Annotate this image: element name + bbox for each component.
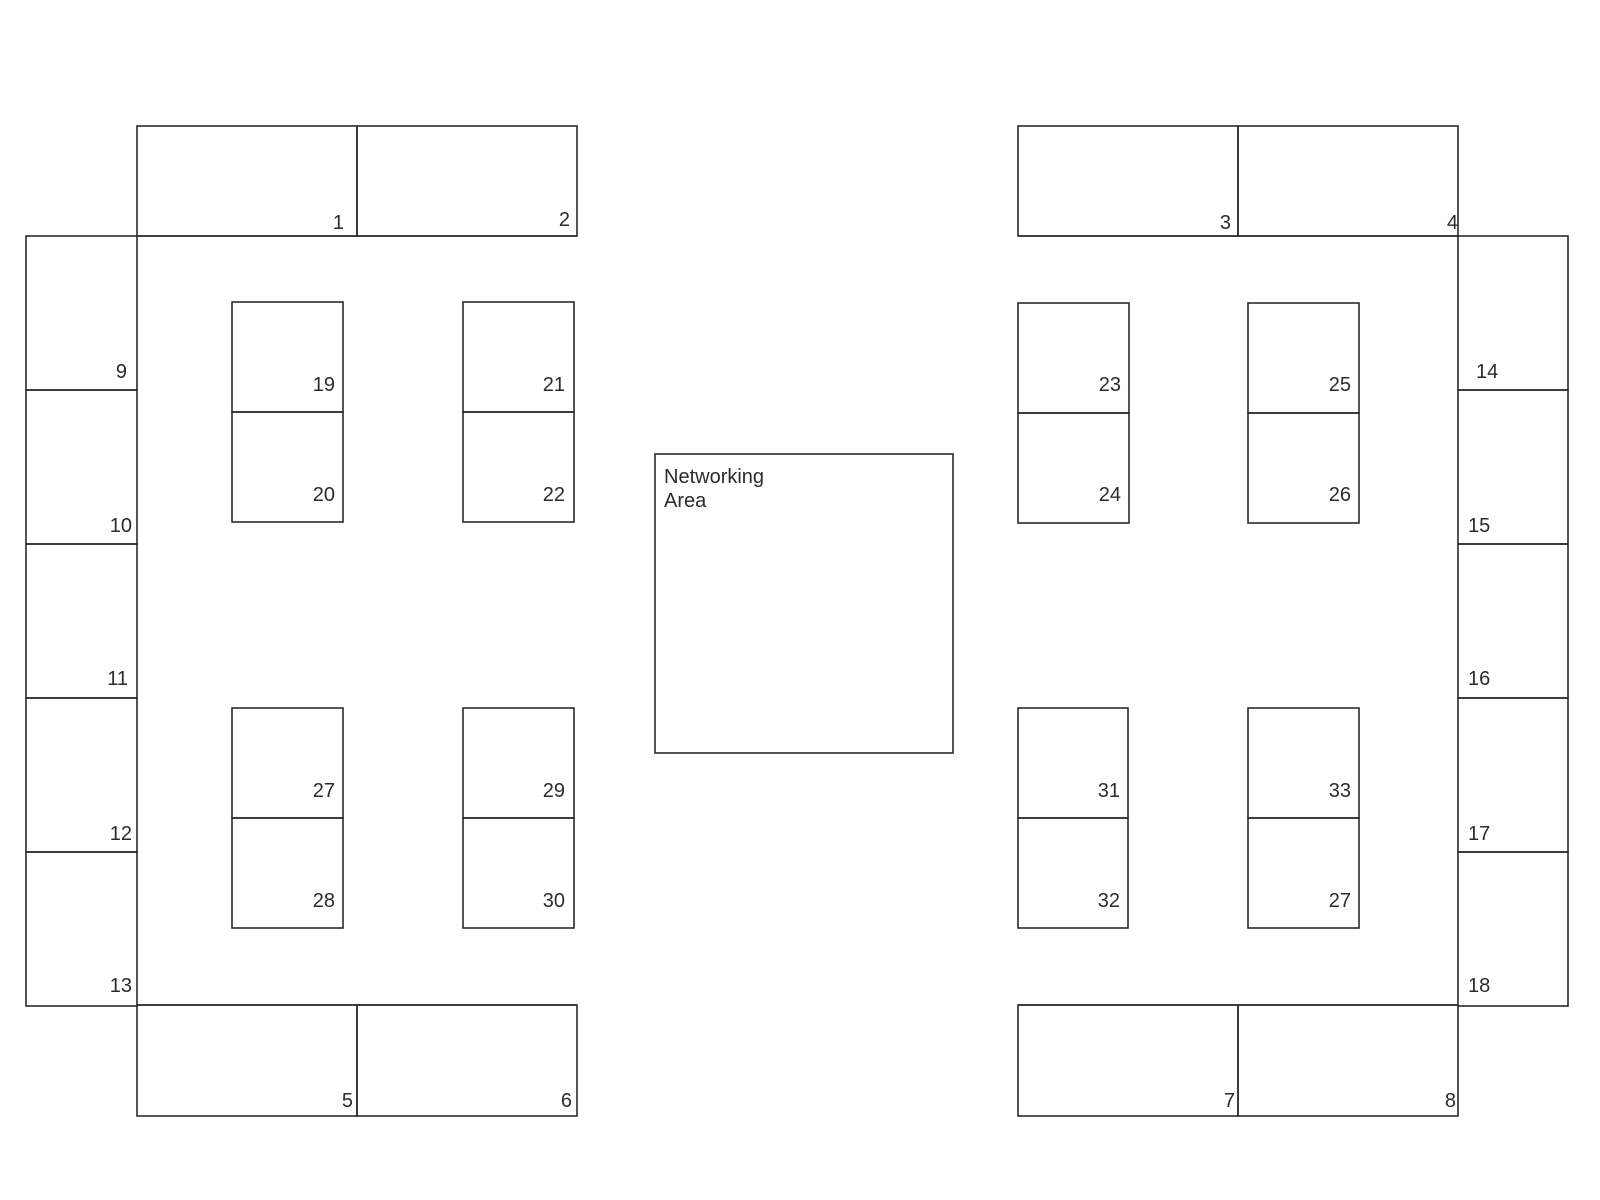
- booth-29-number: 29: [543, 780, 565, 802]
- booth-7-number: 7: [1224, 1090, 1235, 1112]
- booth-34-number: 27: [1329, 890, 1351, 912]
- booth-14: [1457, 235, 1569, 391]
- booth-5-number: 5: [342, 1090, 353, 1112]
- booth-24-number: 24: [1099, 484, 1121, 506]
- booth-2-number: 2: [559, 209, 570, 231]
- networking-area-label-line1: Networking: [664, 466, 764, 488]
- booth-15-number: 15: [1468, 515, 1490, 537]
- booth-28-number: 28: [313, 890, 335, 912]
- booth-4: [1237, 125, 1459, 237]
- booth-8: [1237, 1004, 1459, 1117]
- booth-2: [356, 125, 578, 237]
- booth-26: [1247, 412, 1360, 524]
- booth-1: [136, 125, 358, 237]
- booth-3: [1017, 125, 1239, 237]
- booth-23: [1017, 302, 1130, 414]
- booth-25: [1247, 302, 1360, 414]
- booth-30-number: 30: [543, 890, 565, 912]
- booth-10-number: 10: [110, 515, 132, 537]
- booth-8-number: 8: [1445, 1090, 1456, 1112]
- booth-20: [231, 411, 344, 523]
- booth-26-number: 26: [1329, 484, 1351, 506]
- booth-16-number: 16: [1468, 668, 1490, 690]
- booth-23-number: 23: [1099, 374, 1121, 396]
- booth-9-number: 9: [116, 361, 127, 383]
- booth-30: [462, 817, 575, 929]
- booth-11-number: 11: [107, 668, 128, 690]
- booth-34: [1247, 817, 1360, 929]
- booth-18-number: 18: [1468, 975, 1490, 997]
- booth-12-number: 12: [110, 823, 132, 845]
- booth-27-number: 27: [313, 780, 335, 802]
- booth-3-number: 3: [1220, 212, 1231, 234]
- booth-32-number: 32: [1098, 890, 1120, 912]
- booth-25-number: 25: [1329, 374, 1351, 396]
- booth-4-number: 4: [1447, 212, 1458, 234]
- booth-22: [462, 411, 575, 523]
- booth-21-number: 21: [543, 374, 565, 396]
- booth-6-number: 6: [561, 1090, 572, 1112]
- booth-14-number: 14: [1476, 361, 1498, 383]
- booth-22-number: 22: [543, 484, 565, 506]
- booth-20-number: 20: [313, 484, 335, 506]
- booth-13: [25, 851, 138, 1007]
- booth-18: [1457, 851, 1569, 1007]
- booth-28: [231, 817, 344, 929]
- booth-31-number: 31: [1098, 780, 1120, 802]
- booth-13-number: 13: [110, 975, 132, 997]
- booth-33-number: 33: [1329, 780, 1351, 802]
- booth-5: [136, 1004, 358, 1117]
- booth-19-number: 19: [313, 374, 335, 396]
- booth-1-number: 1: [333, 212, 344, 234]
- booth-7: [1017, 1004, 1239, 1117]
- booth-17-number: 17: [1468, 823, 1490, 845]
- booth-6: [356, 1004, 578, 1117]
- booth-32: [1017, 817, 1129, 929]
- networking-area: [654, 453, 954, 754]
- booth-24: [1017, 412, 1130, 524]
- networking-area-label-line2: Area: [664, 490, 707, 512]
